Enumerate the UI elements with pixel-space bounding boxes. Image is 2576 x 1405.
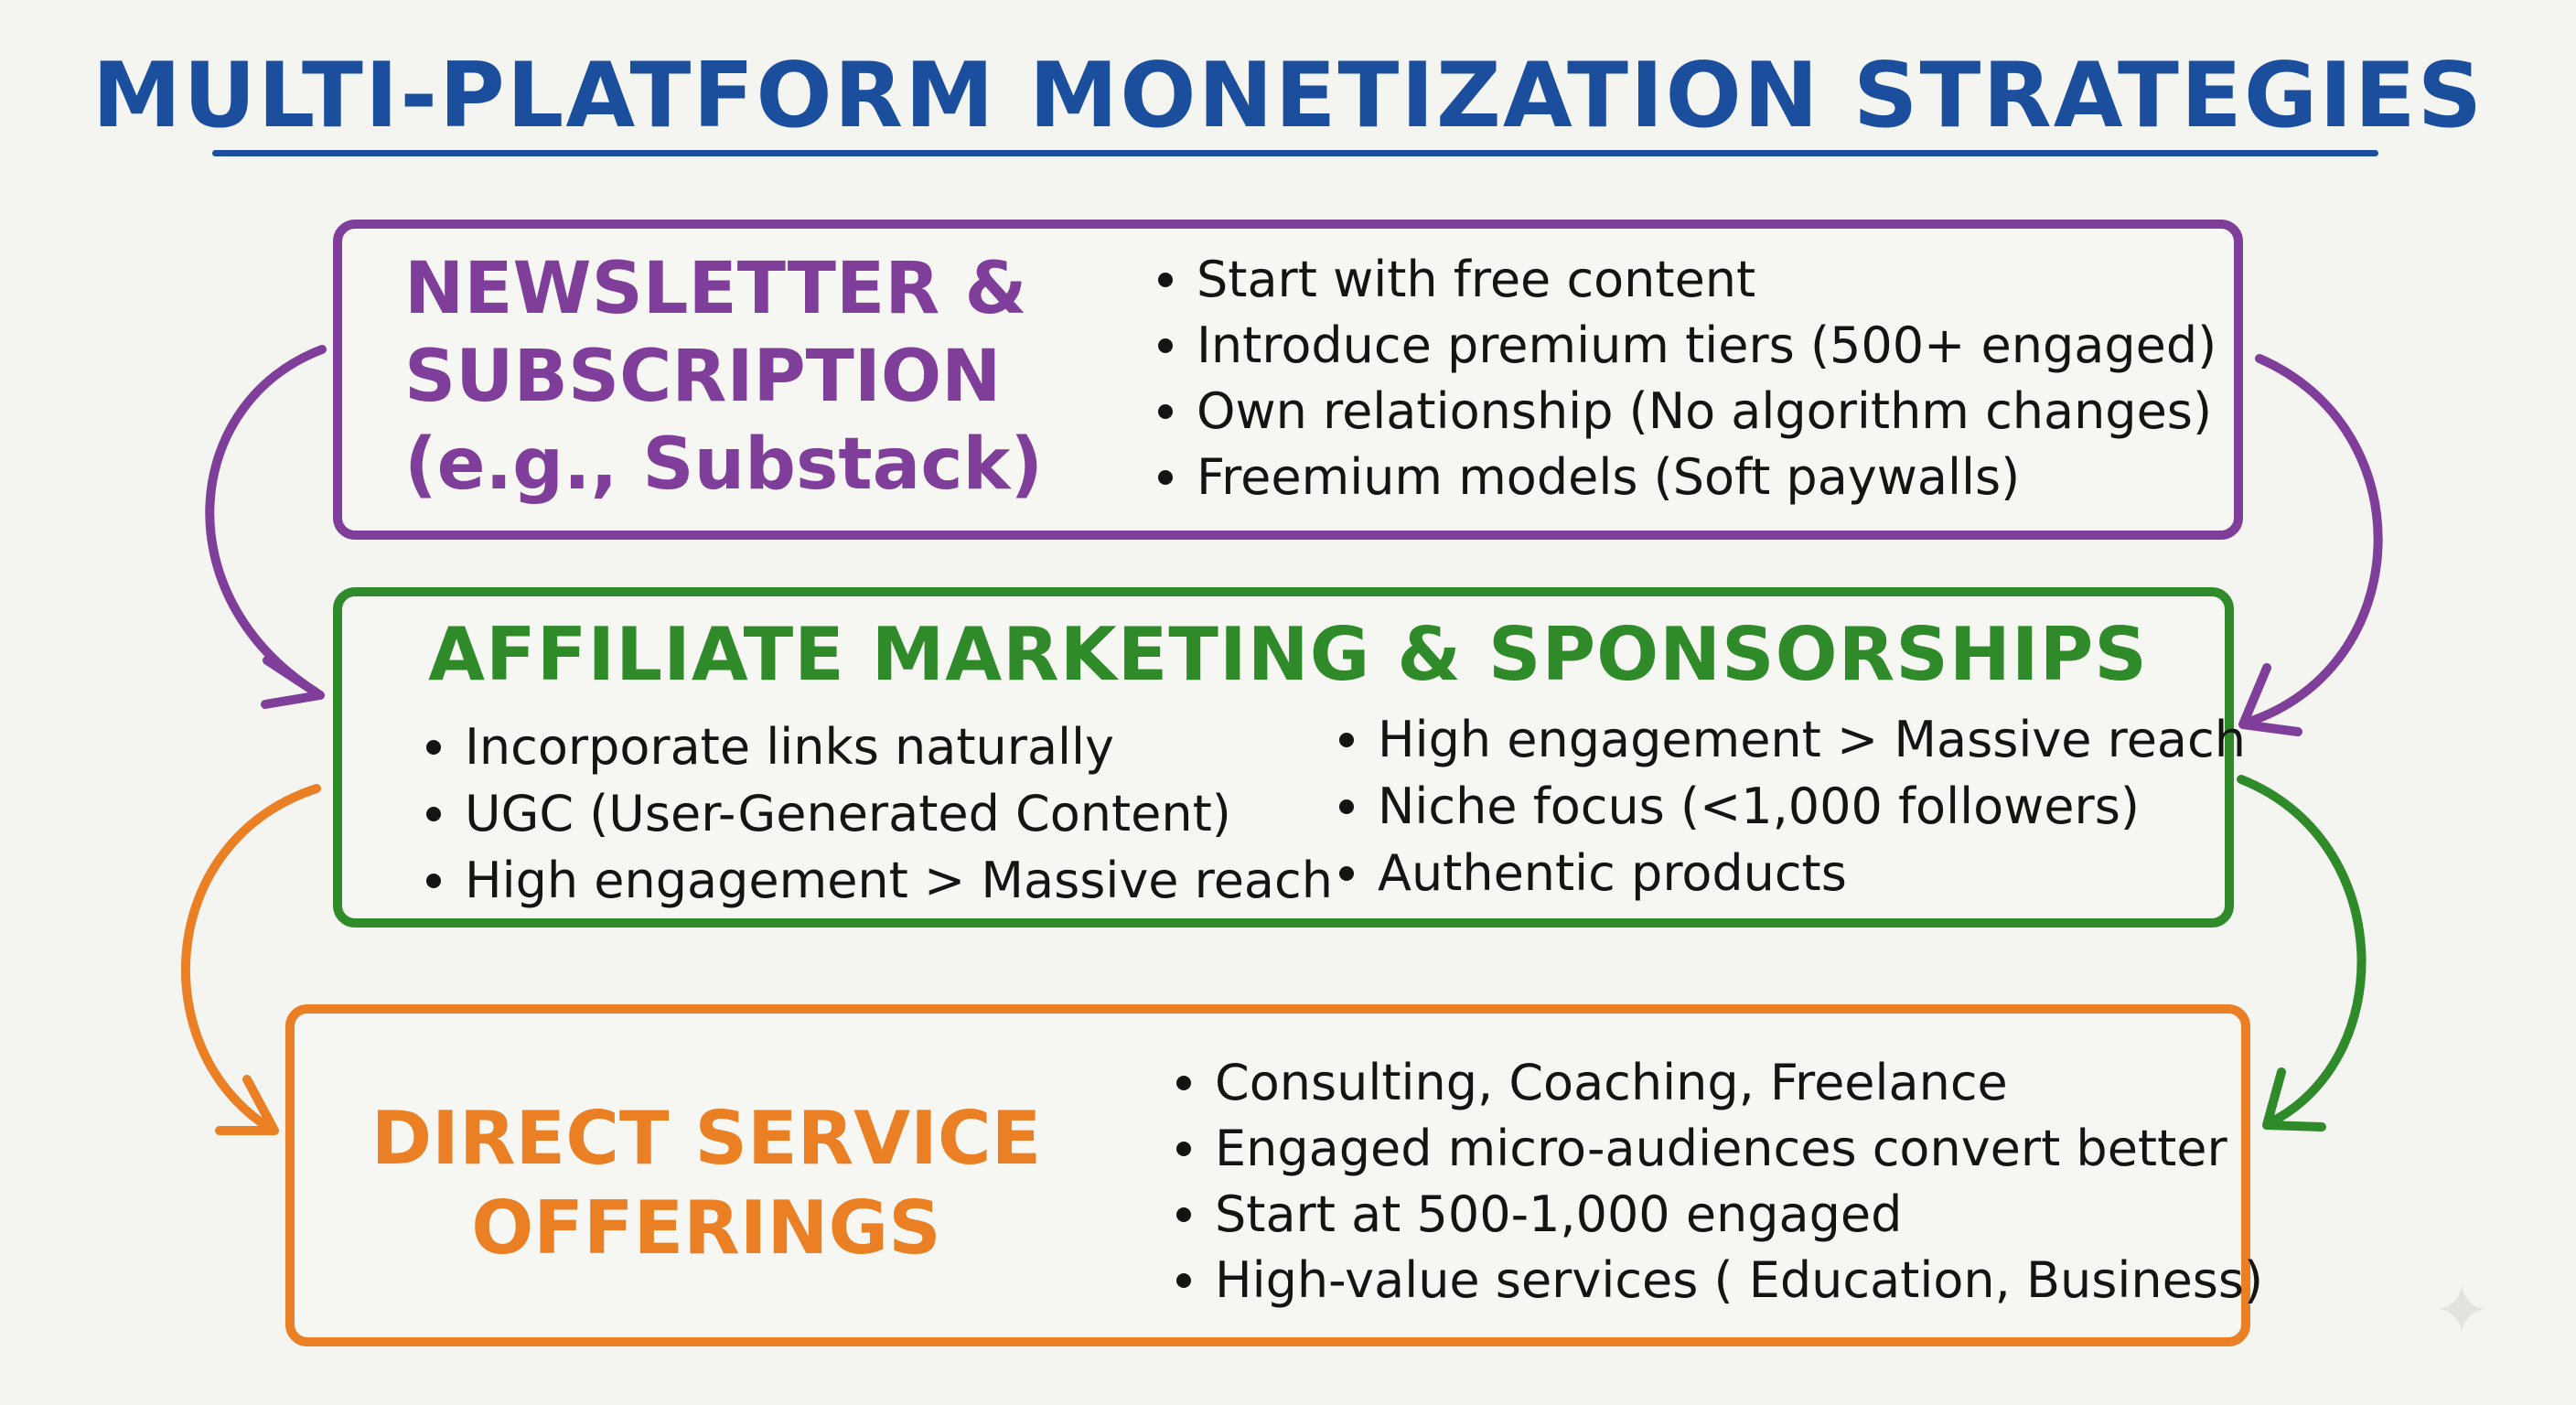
affiliate-bullet: High engagement > Massive reach xyxy=(423,847,1333,914)
newsletter-bullet: Own relationship (No algorithm changes) xyxy=(1154,379,2216,445)
newsletter-bullet: Introduce premium tiers (500+ engaged) xyxy=(1154,313,2216,379)
sparkle-icon: ✦ xyxy=(2433,1271,2491,1350)
arrow-affiliate-to-direct-left xyxy=(180,784,321,1133)
newsletter-heading-line: SUBSCRIPTION xyxy=(404,336,1002,418)
affiliate-sponsorship-box xyxy=(333,587,2234,928)
direct-service-bullet: Start at 500-1,000 engaged xyxy=(1173,1182,2263,1248)
arrow-affiliate-to-direct-right xyxy=(2237,775,2367,1128)
direct-service-bullet: Consulting, Coaching, Freelance xyxy=(1173,1050,2263,1116)
newsletter-bullet-list: Start with free content Introduce premiu… xyxy=(1154,247,2216,510)
affiliate-bullet-list-right: High engagement > Massive reach Niche fo… xyxy=(1336,706,2246,906)
newsletter-subscription-box xyxy=(333,220,2243,540)
affiliate-bullet: Authentic products xyxy=(1336,840,2246,906)
arrowhead-newsletter-to-affiliate-right xyxy=(2238,663,2302,736)
direct-service-heading-line: DIRECT SERVICE xyxy=(370,1096,1042,1181)
direct-service-bullet: High-value services ( Education, Busines… xyxy=(1173,1248,2263,1314)
direct-service-box xyxy=(285,1004,2250,1346)
affiliate-bullet: UGC (User-Generated Content) xyxy=(423,780,1333,847)
newsletter-heading: NEWSLETTER & SUBSCRIPTION (e.g., Substac… xyxy=(404,245,1043,509)
affiliate-bullet-list-left: Incorporate links naturally UGC (User-Ge… xyxy=(423,713,1333,914)
newsletter-heading-line: NEWSLETTER & xyxy=(404,248,1027,330)
newsletter-heading-line: (e.g., Substack) xyxy=(404,424,1044,506)
affiliate-bullet: Incorporate links naturally xyxy=(423,713,1333,780)
direct-service-heading-line: OFFERINGS xyxy=(471,1185,941,1271)
direct-service-bullet-list: Consulting, Coaching, Freelance Engaged … xyxy=(1173,1050,2263,1314)
title-underline xyxy=(212,150,2378,156)
newsletter-bullet: Freemium models (Soft paywalls) xyxy=(1154,445,2216,510)
newsletter-bullet: Start with free content xyxy=(1154,247,2216,313)
arrow-newsletter-to-affiliate-right xyxy=(2242,354,2383,727)
arrowhead-affiliate-to-direct-left xyxy=(215,1075,279,1135)
arrowhead-affiliate-to-direct-right xyxy=(2262,1067,2326,1132)
direct-service-heading: DIRECT SERVICE OFFERINGS xyxy=(368,1094,1045,1273)
affiliate-bullet: High engagement > Massive reach xyxy=(1336,706,2246,773)
direct-service-bullet: Engaged micro-audiences convert better xyxy=(1173,1116,2263,1182)
affiliate-bullet: Niche focus (<1,000 followers) xyxy=(1336,773,2246,840)
page-title: MULTI-PLATFORM MONETIZATION STRATEGIES xyxy=(91,44,2485,148)
affiliate-heading: AFFILIATE MARKETING & SPONSORSHIPS xyxy=(428,612,2148,697)
arrow-newsletter-to-affiliate-left xyxy=(205,345,327,696)
arrowhead-newsletter-to-affiliate-left xyxy=(261,656,325,709)
